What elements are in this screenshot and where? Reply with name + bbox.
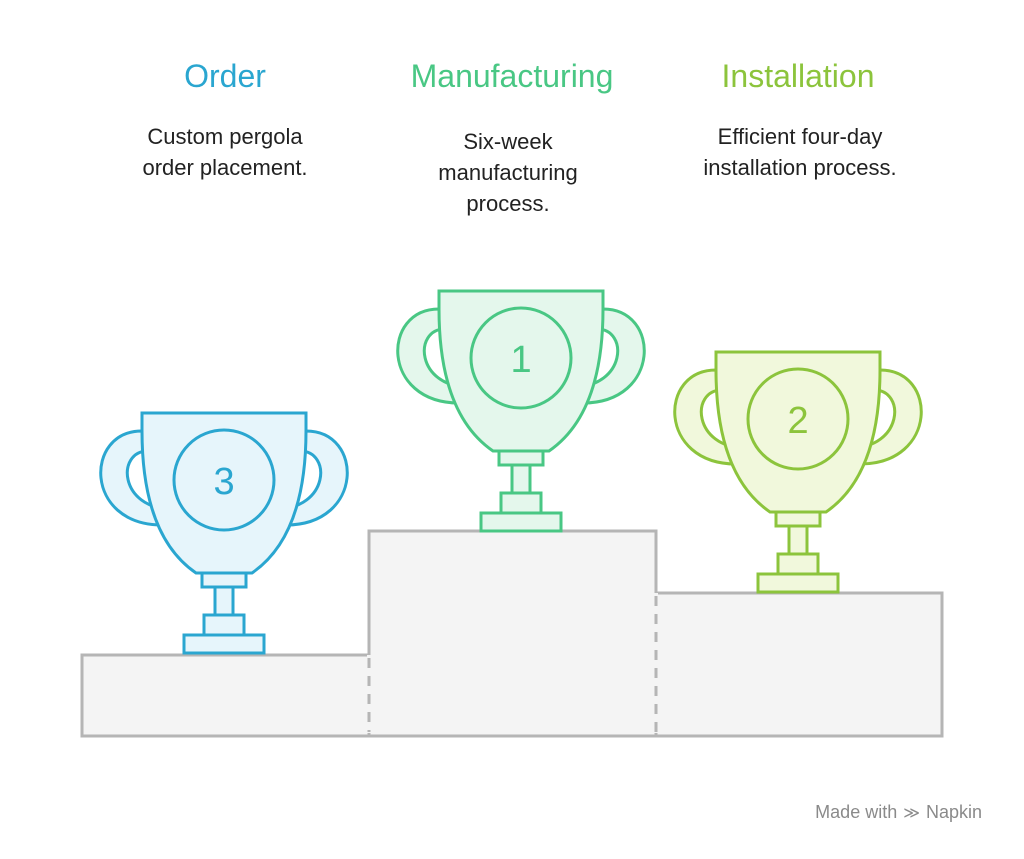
step-description-installation: Efficient four-day installation process. <box>703 124 897 180</box>
trophy-rank-first: 1 <box>510 339 531 381</box>
podium-block-first <box>367 529 658 738</box>
trophy-icon-second: 2 <box>673 350 923 594</box>
footer-brand: Napkin <box>925 802 982 822</box>
napkin-logo-icon: ≫ <box>903 804 920 822</box>
trophy-rank-third: 3 <box>213 461 234 503</box>
trophy-icon-first: 1 <box>396 289 646 533</box>
podium-block-third <box>80 653 371 738</box>
footer-watermark: Made with ≫ Napkin <box>815 802 982 823</box>
step-description-order: Custom pergola order placement. <box>142 124 308 180</box>
step-title-manufacturing: Manufacturing <box>410 58 614 94</box>
step-title-order: Order <box>184 58 266 94</box>
trophy-rank-second: 2 <box>787 400 808 442</box>
step-description-manufacturing: Six-week manufacturing process. <box>438 129 578 216</box>
podium-block-second <box>654 591 944 738</box>
step-title-installation: Installation <box>721 58 875 94</box>
trophy-icon-third: 3 <box>99 411 349 655</box>
footer-made-with: Made with <box>815 802 898 822</box>
